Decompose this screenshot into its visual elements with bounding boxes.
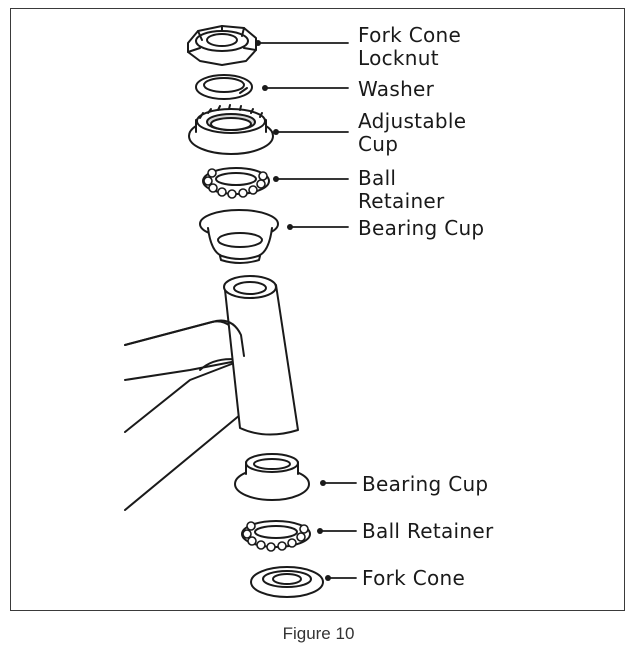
label-adjustable-cup-line2: Cup bbox=[358, 132, 399, 156]
leader-lines bbox=[257, 42, 357, 579]
label-fork-cone-locknut-line1: Fork Cone bbox=[358, 23, 462, 47]
label-ball-retainer-bottom: Ball Retainer bbox=[362, 519, 494, 543]
label-bearing-cup-bottom: Bearing Cup bbox=[362, 472, 489, 496]
label-adjustable-cup-line1: Adjustable bbox=[358, 109, 467, 133]
label-bearing-cup-top: Bearing Cup bbox=[358, 216, 485, 240]
label-ball-retainer-top-line2: Retainer bbox=[358, 189, 445, 213]
washer-part bbox=[195, 74, 253, 100]
label-fork-cone-locknut-line2: Locknut bbox=[358, 46, 439, 70]
figure-frame bbox=[10, 8, 625, 611]
label-washer: Washer bbox=[358, 77, 435, 101]
ball-retainer-top-part bbox=[202, 167, 270, 199]
figure-caption: Figure 10 bbox=[282, 624, 355, 643]
label-ball-retainer-top: Ball Retainer bbox=[358, 167, 445, 213]
label-ball-retainer-top-line1: Ball bbox=[358, 166, 397, 190]
label-adjustable-cup: Adjustable Cup bbox=[358, 110, 466, 156]
fork-cone-locknut-part bbox=[187, 25, 257, 66]
ball-retainer-bottom-part bbox=[241, 520, 311, 552]
bearing-cup-top-part bbox=[199, 209, 279, 264]
bike-frame-part bbox=[124, 275, 299, 511]
fork-cone-part bbox=[250, 566, 324, 598]
label-fork-cone-locknut: Fork Cone Locknut bbox=[358, 24, 461, 70]
bearing-cup-bottom-part bbox=[234, 453, 310, 501]
adjustable-cup-part bbox=[188, 104, 274, 155]
label-fork-cone: Fork Cone bbox=[362, 566, 466, 590]
